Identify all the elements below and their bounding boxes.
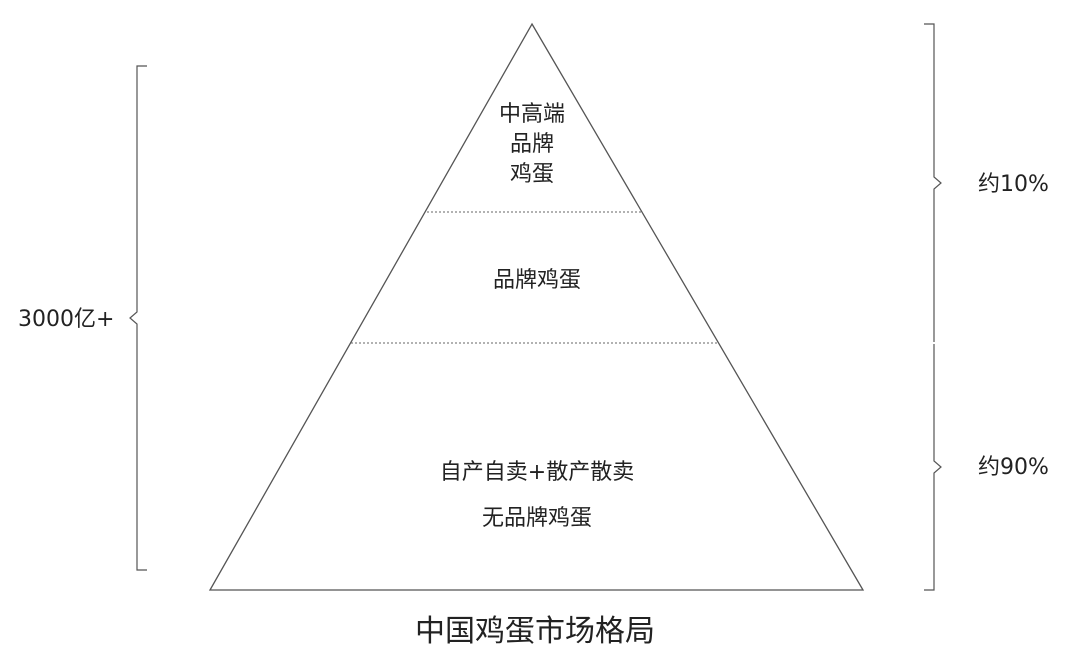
bottom-tier-line: 自产自卖+散产散卖 <box>439 460 635 485</box>
left-brace <box>129 65 147 571</box>
diagram-title: 中国鸡蛋市场格局 <box>415 614 655 649</box>
right-brace-top <box>924 23 942 342</box>
top-tier-line: 鸡蛋 <box>509 162 554 187</box>
top-tier-line: 中高端 <box>498 102 565 127</box>
top-tier-label: 中高端 品牌 鸡蛋 <box>482 100 582 190</box>
share-label-bottom: 约90% <box>978 455 1049 480</box>
share-label-top: 约10% <box>978 172 1049 197</box>
bottom-tier-line: 无品牌鸡蛋 <box>481 506 592 531</box>
pyramid-outline <box>208 22 865 591</box>
market-size-label: 3000亿+ <box>18 307 115 332</box>
middle-tier-label: 品牌鸡蛋 <box>492 268 581 293</box>
right-brace-bottom <box>924 344 942 591</box>
bottom-tier-label: 自产自卖+散产散卖 无品牌鸡蛋 <box>382 450 692 542</box>
top-tier-line: 品牌 <box>509 132 554 157</box>
